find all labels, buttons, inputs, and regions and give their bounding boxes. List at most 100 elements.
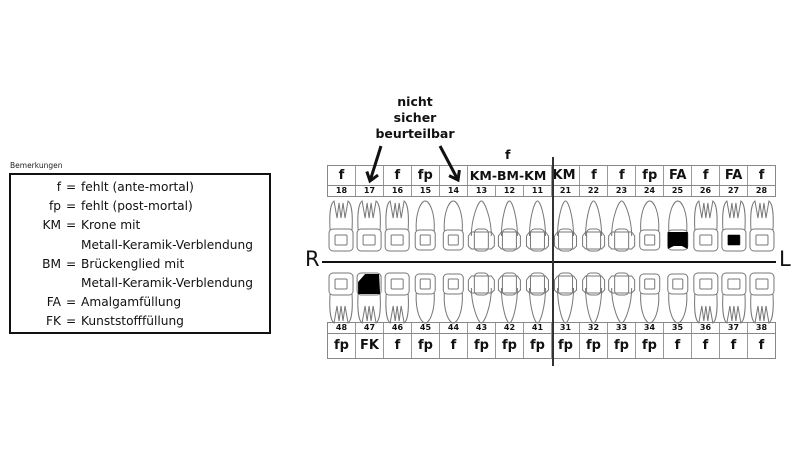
- tooth-35: [667, 273, 689, 324]
- tooth-13: [467, 200, 495, 252]
- tooth-number: 48: [335, 323, 348, 332]
- right-side-label: R: [305, 247, 320, 271]
- legend-abbr: FA: [46, 295, 61, 310]
- tooth-number: 26: [691, 186, 719, 196]
- tooth-number: 38: [747, 323, 775, 333]
- tooth-number: 12: [495, 186, 523, 196]
- tooth-24: [639, 200, 661, 251]
- tooth-41: [525, 272, 549, 324]
- legend-definition: Metall-Keramik-Verblendung: [81, 276, 253, 290]
- left-side-label: L: [779, 247, 791, 271]
- annotation-line: sicher: [393, 110, 437, 125]
- legend-definition: Amalgamfüllung: [81, 295, 182, 310]
- tooth-25: [667, 200, 689, 251]
- tooth-number: 14: [439, 186, 467, 196]
- tooth-number: 37: [719, 323, 747, 333]
- legend-abbr: f: [56, 180, 61, 194]
- tooth-42: [497, 272, 521, 324]
- legend-title: Bemerkungen: [10, 161, 63, 170]
- code-cell: fp: [467, 334, 495, 358]
- code-cell: fp: [635, 166, 663, 185]
- code-cell: [438, 166, 467, 185]
- tooth-31: [554, 272, 578, 324]
- annotation-line: nicht: [397, 94, 433, 109]
- tooth-number: 28: [747, 186, 775, 196]
- legend-equals: =: [66, 199, 77, 214]
- code-cell: f: [439, 334, 467, 358]
- code-cell: fp: [635, 334, 663, 358]
- legend-definition: Kunststofffüllung: [81, 314, 184, 329]
- code-cell: fp: [410, 166, 439, 185]
- tooth-number: 34: [635, 323, 663, 333]
- legend-definition: fehlt (post-mortal): [81, 199, 193, 214]
- tooth-number: 44: [439, 323, 467, 333]
- code-cell: fp: [551, 334, 579, 358]
- code-cell: [354, 166, 383, 185]
- tooth-number: 27: [719, 186, 747, 196]
- composite-filling: [358, 274, 381, 294]
- tooth-47: [356, 272, 382, 324]
- code-cell: f: [579, 166, 607, 185]
- code-cell: fp: [334, 338, 349, 353]
- code-cell: f: [607, 166, 635, 185]
- bridge-code-cell: KM-BM-KM: [466, 166, 551, 185]
- arrow-17-icon: [365, 145, 383, 184]
- legend-definition: Krone mit: [81, 218, 141, 233]
- tooth-27: [721, 200, 747, 252]
- amalgam-filling: [727, 235, 740, 245]
- tooth-46: [384, 272, 410, 324]
- tooth-36: [693, 272, 719, 324]
- annotation-line: beurteilbar: [375, 126, 455, 141]
- tooth-number: 47: [355, 323, 383, 333]
- tooth-32: [582, 272, 606, 324]
- tooth-45: [414, 273, 436, 324]
- code-cell: f: [691, 166, 719, 185]
- code-cell: fp: [579, 334, 607, 358]
- tooth-37: [721, 272, 747, 324]
- tooth-38: [749, 272, 775, 324]
- code-cell: FA: [719, 166, 747, 185]
- code-cell: FA: [663, 166, 691, 185]
- code-cell: fp: [495, 334, 523, 358]
- tooth-12: [497, 200, 521, 252]
- tooth-22: [582, 200, 606, 252]
- legend-abbr: KM: [42, 218, 61, 233]
- tooth-43: [467, 272, 495, 324]
- tooth-number: 36: [691, 323, 719, 333]
- code-cell: f: [338, 168, 345, 183]
- tooth-number: 13: [467, 186, 495, 196]
- code-cell: fp: [607, 334, 635, 358]
- code-cell: KM: [550, 166, 580, 185]
- tooth-48: [328, 272, 354, 324]
- tooth-number: 25: [663, 186, 691, 196]
- tooth-number: 35: [663, 323, 691, 333]
- tooth-11: [525, 200, 549, 252]
- legend-definition: Brückenglied mit: [81, 256, 185, 271]
- tooth-16: [384, 200, 410, 252]
- legend-definition: fehlt (ante-mortal): [81, 180, 194, 194]
- tooth-number: 42: [495, 323, 523, 333]
- tooth-26: [693, 200, 719, 252]
- legend-equals: =: [66, 314, 77, 329]
- tooth-28: [749, 200, 775, 252]
- tooth-14: [442, 200, 464, 251]
- bridge-top-label: f: [505, 147, 511, 162]
- tooth-number: 17: [355, 186, 383, 196]
- legend-definition: Metall-Keramik-Verblendung: [81, 237, 253, 252]
- legend-abbr: fp: [48, 199, 61, 214]
- tooth-33: [608, 272, 636, 324]
- tooth-44: [442, 273, 464, 324]
- code-cell: fp: [411, 334, 439, 358]
- legend-equals: =: [66, 295, 77, 310]
- legend-abbr: BM: [42, 256, 61, 271]
- tooth-number: 32: [579, 323, 607, 333]
- legend-box: f = fehlt (ante-mortal) fp = fehlt (post-mort…: [9, 173, 271, 334]
- legend-equals: =: [66, 218, 77, 233]
- tooth-number: 41: [523, 323, 551, 333]
- legend-abbr: FK: [45, 314, 61, 329]
- code-cell: f: [691, 334, 719, 358]
